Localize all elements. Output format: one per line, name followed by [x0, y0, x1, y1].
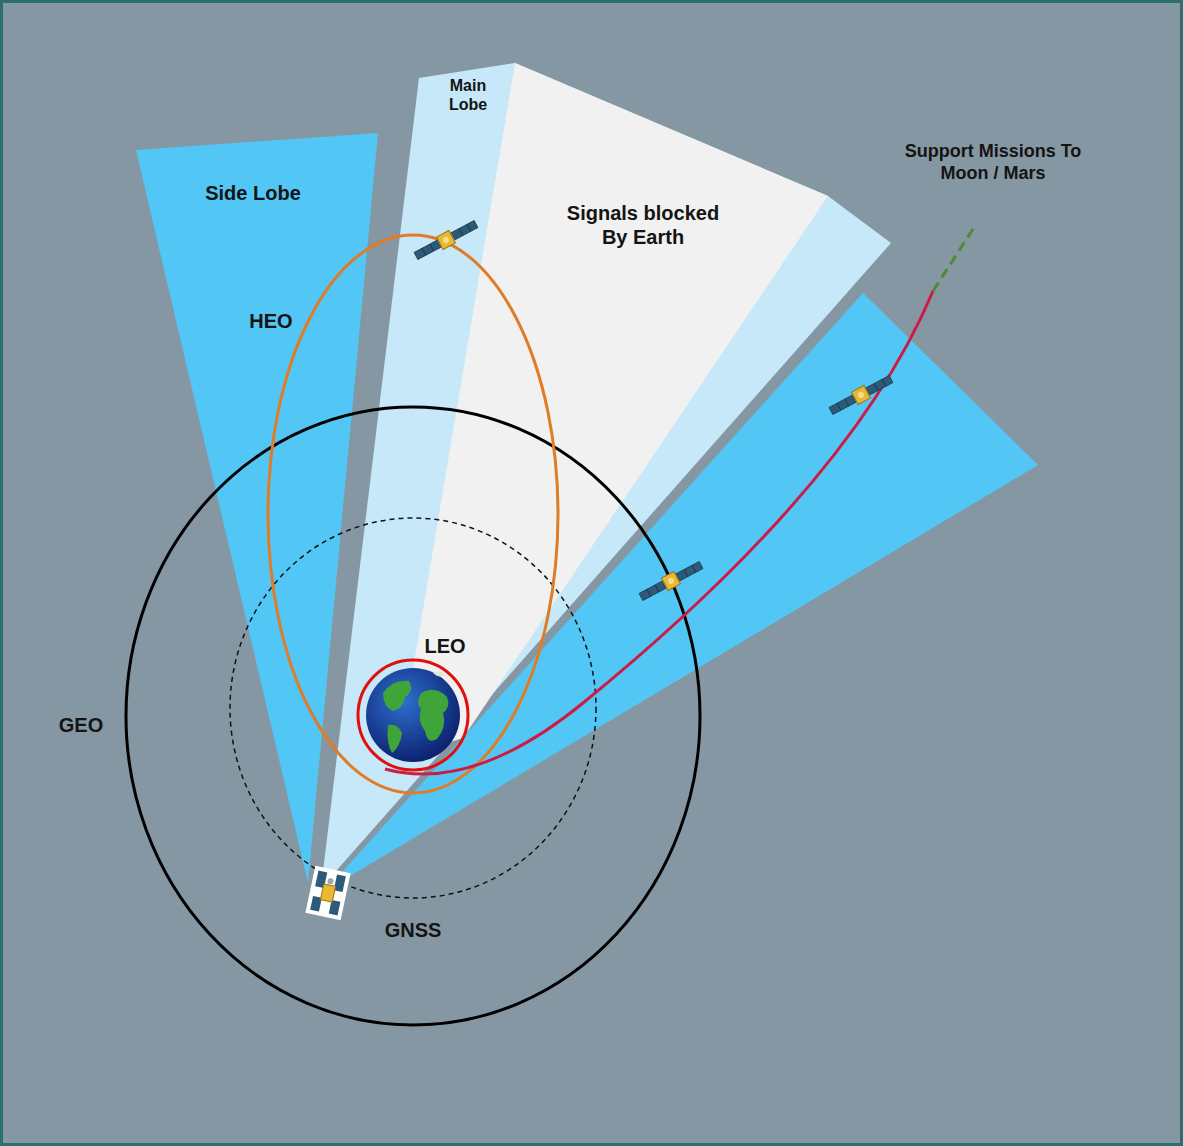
- mission-label: Support Missions To Moon / Mars: [893, 141, 1093, 184]
- side-lobe-right: [325, 293, 1038, 891]
- beam-label: Main Lobe: [438, 76, 498, 114]
- orbit-label: LEO: [405, 634, 485, 658]
- heo-satellite: [413, 218, 480, 262]
- geo-orbit: [126, 407, 700, 1025]
- beam-label: Side Lobe: [183, 181, 323, 205]
- gnss-satellite: [305, 866, 350, 920]
- region-label: Signals blocked By Earth: [556, 201, 731, 249]
- transfer-trajectory: [385, 291, 933, 774]
- gnss-orbit: [230, 518, 596, 898]
- geo-satellite: [638, 559, 705, 603]
- lunar-satellite: [828, 373, 895, 417]
- trajectory-continuation: [933, 229, 973, 291]
- earth: [366, 668, 460, 762]
- heo-orbit: [268, 235, 558, 793]
- constellation-label: GNSS: [368, 918, 458, 942]
- orbit-label: GEO: [41, 713, 121, 737]
- leo-orbit: [358, 660, 468, 770]
- orbit-label: HEO: [231, 309, 311, 333]
